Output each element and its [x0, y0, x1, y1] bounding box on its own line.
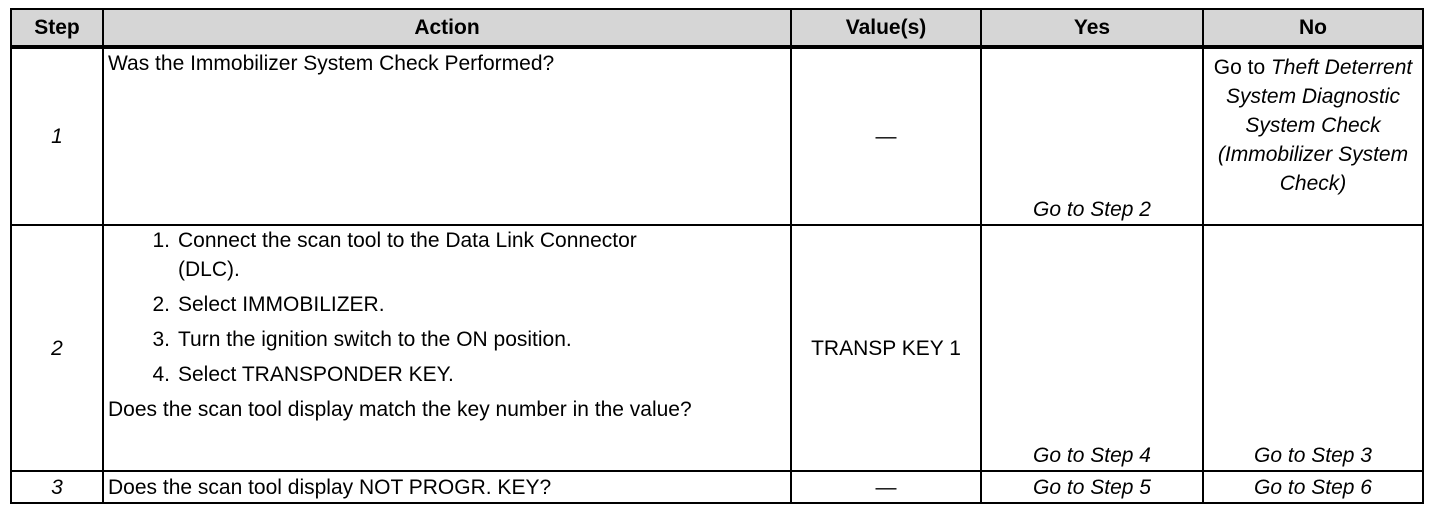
yes-outcome: Go to Step 5: [980, 470, 1204, 504]
table-row: 2 1. Connect the scan tool to the Data L…: [10, 224, 1424, 472]
header-row: Step Action Value(s) Yes No: [10, 8, 1424, 49]
step-number: 3: [10, 470, 104, 504]
instruction-text: Select IMMOBILIZER.: [178, 293, 385, 316]
no-outcome-prefix: Go to: [1213, 56, 1266, 79]
header-no: No: [1202, 8, 1424, 49]
list-item: 1. Connect the scan tool to the Data Lin…: [108, 226, 786, 284]
list-item: 3. Turn the ignition switch to the ON po…: [108, 325, 786, 354]
instruction-number: 2.: [152, 293, 170, 316]
table-row: 1 Was the Immobilizer System Check Perfo…: [10, 46, 1424, 226]
no-outcome-reference: Theft Deterrent System Diagnostic System…: [1217, 56, 1413, 195]
instruction-number: 3.: [152, 328, 170, 351]
value-cell: TRANSP KEY 1: [790, 224, 982, 472]
action-cell: 1. Connect the scan tool to the Data Lin…: [102, 224, 792, 472]
header-values: Value(s): [790, 8, 982, 49]
instruction-number: 4.: [152, 363, 170, 386]
question-text: Does the scan tool display match the key…: [108, 398, 692, 421]
header-step: Step: [10, 8, 104, 49]
instruction-number: 1.: [152, 229, 170, 252]
no-outcome: Go to Step 3: [1202, 224, 1424, 472]
no-outcome: Go to Theft Deterrent System Diagnostic …: [1202, 46, 1424, 226]
step-number: 1: [10, 46, 104, 226]
instruction-text: Turn the ignition switch to the ON posit…: [178, 328, 572, 351]
value-cell: —: [790, 46, 982, 226]
header-action: Action: [102, 8, 792, 49]
list-item: 4. Select TRANSPONDER KEY.: [108, 360, 786, 389]
yes-outcome: Go to Step 2: [980, 46, 1204, 226]
value-cell: —: [790, 470, 982, 504]
header-yes: Yes: [980, 8, 1204, 49]
yes-outcome: Go to Step 4: [980, 224, 1204, 472]
action-text: Was the Immobilizer System Check Perform…: [102, 46, 792, 226]
list-item: 2. Select IMMOBILIZER.: [108, 290, 786, 319]
table-row: 3 Does the scan tool display NOT PROGR. …: [10, 470, 1424, 504]
instruction-text: Connect the scan tool to the Data Link C…: [178, 229, 637, 281]
action-text: Does the scan tool display NOT PROGR. KE…: [102, 470, 792, 504]
step-number: 2: [10, 224, 104, 472]
instruction-text: Select TRANSPONDER KEY.: [178, 363, 454, 386]
no-outcome: Go to Step 6: [1202, 470, 1424, 504]
diagnostic-table: Step Action Value(s) Yes No 1 Was the Im…: [10, 8, 1424, 504]
instruction-list: 1. Connect the scan tool to the Data Lin…: [108, 226, 786, 389]
